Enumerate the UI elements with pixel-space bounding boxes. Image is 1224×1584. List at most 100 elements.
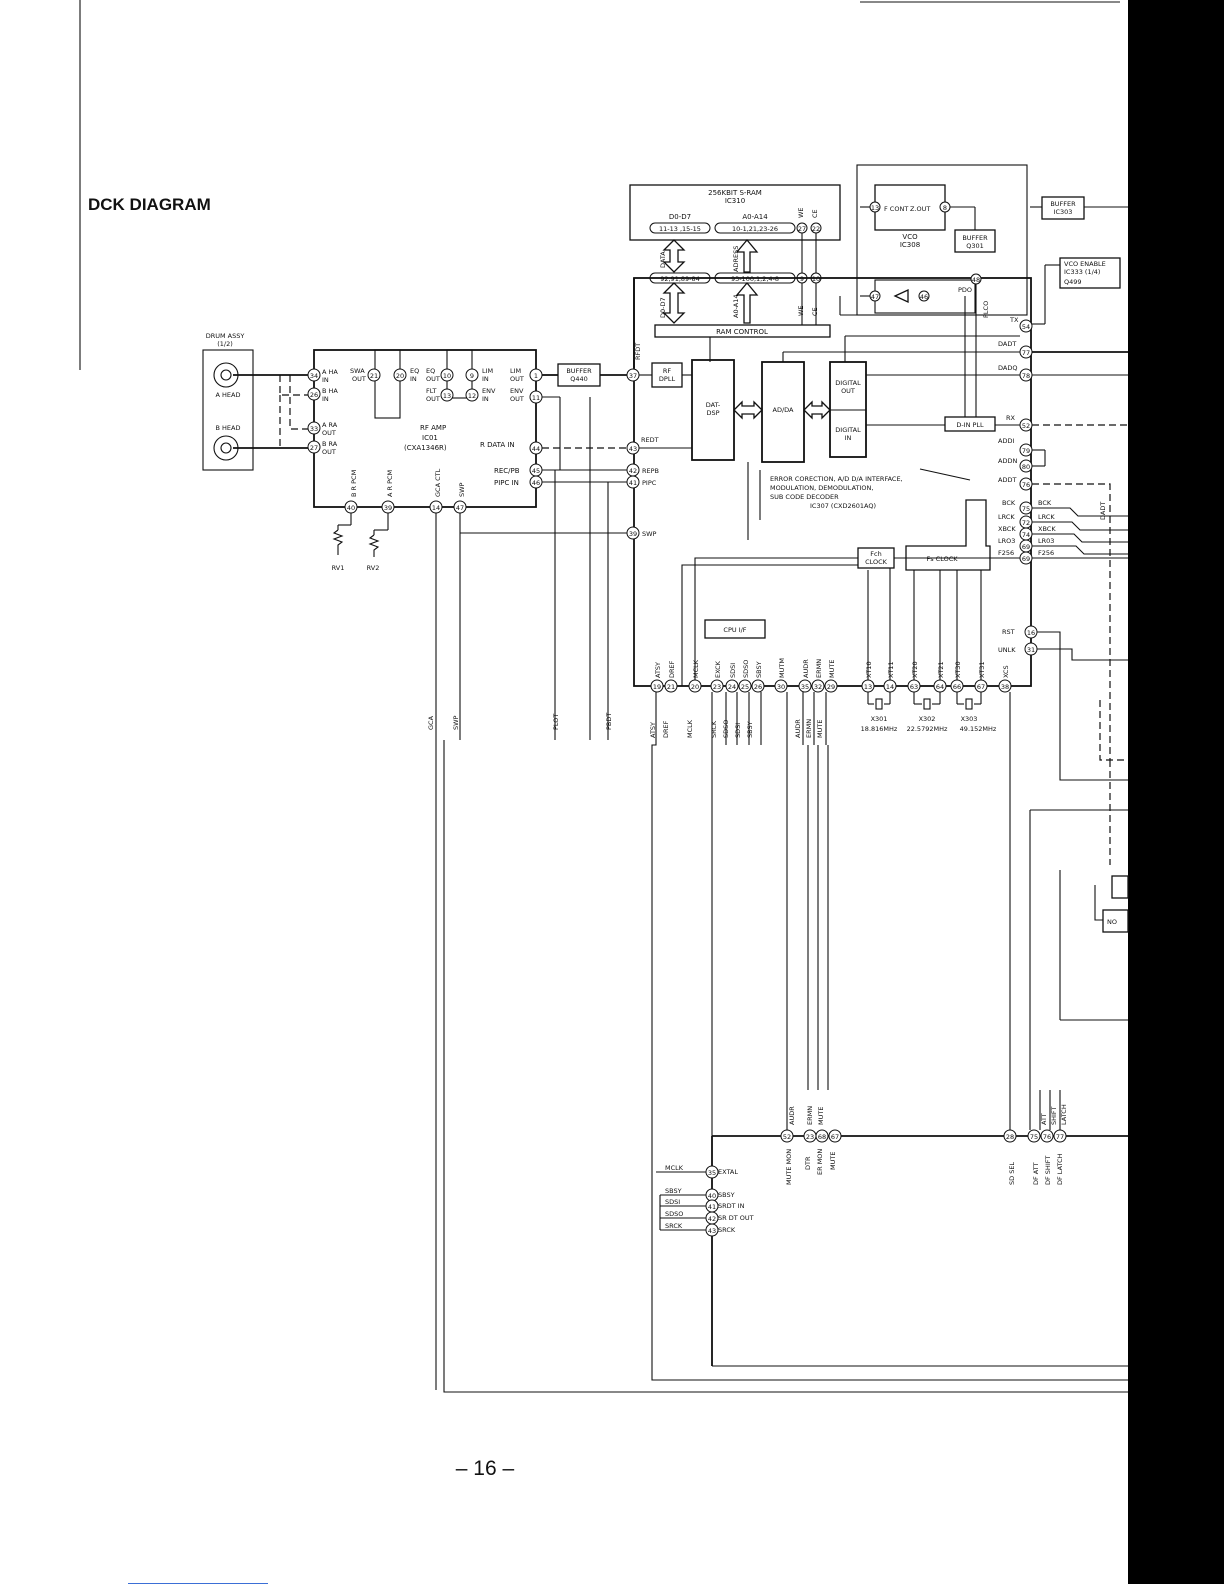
- bottom-pin-13-11: 13: [864, 683, 872, 691]
- eq-in-label: EQ: [410, 367, 419, 375]
- data-bus-label: DATA: [659, 251, 667, 268]
- audr3-label: AUDR: [788, 1106, 796, 1125]
- lower-left-pin-2: 41: [708, 1203, 716, 1211]
- right-pins: TX 54 DADT 77 DADQ 78 RX 52 ADDI 79 ADDN…: [919, 316, 1128, 760]
- rf-pin-40: 40: [347, 504, 355, 512]
- bra-out-label: OUT: [322, 448, 336, 456]
- lower-pin-6-circle: [1040, 1129, 1054, 1143]
- crystals: X301 18.816MHz X302 22.5792MHz X303 49.1…: [861, 692, 997, 733]
- vco-region: 13 8 F CONT Z.OUT VCO IC308 BUFFER Q301 …: [839, 164, 1028, 420]
- bottom-pin-23-3-circle: [710, 679, 724, 693]
- lro3-label: LRO3: [998, 537, 1015, 545]
- dat-dsp-name: DAT-: [706, 401, 721, 409]
- pin-47: 47: [871, 293, 879, 301]
- pipc-in-label: PIPC IN: [494, 479, 519, 487]
- dsp-pin-41: 41: [629, 479, 637, 487]
- rf-pin-14: 14: [432, 504, 440, 512]
- addi-label: ADDI: [998, 437, 1014, 445]
- lower-left-pin-4: 43: [708, 1227, 716, 1235]
- sdso3-label: SDSO: [665, 1210, 683, 1218]
- audr-label: AUDR: [802, 659, 810, 678]
- vco-ic: IC308: [900, 241, 920, 249]
- dsp-pin-43: 43: [629, 445, 637, 453]
- we-label: WE: [797, 305, 805, 316]
- xcs-label: XCS: [1002, 665, 1010, 678]
- bottom-pin-25-5-circle: [738, 679, 752, 693]
- swa-label: SWA: [350, 367, 365, 375]
- rf-pin-12: 12: [468, 392, 476, 400]
- vco-zout: Z.OUT: [910, 205, 930, 213]
- ara-label: A RA: [322, 421, 338, 429]
- mute2-label: MUTE: [816, 720, 824, 738]
- swp3-label: SWP: [452, 715, 460, 730]
- d0d7-label: D0-D7: [659, 297, 667, 318]
- sd-sel-label: SD SEL: [1008, 1162, 1016, 1185]
- xt10-label: XT10: [865, 661, 873, 678]
- bottom-pin-30-7-circle: [774, 679, 788, 693]
- ad-da-name: AD/DA: [773, 406, 795, 414]
- rf-pin-13: 13: [443, 392, 451, 400]
- pdo-label: PDO: [958, 286, 972, 294]
- rf-amp-name: RF AMP: [420, 424, 446, 432]
- sram-ce-pin: 22: [812, 225, 820, 233]
- sram-ic: IC310: [725, 197, 745, 205]
- bottom-pin-30-7: 30: [777, 683, 785, 691]
- sbsy3-label: SBSY: [665, 1187, 682, 1195]
- pipc-label: PIPC: [642, 479, 657, 487]
- bottom-pin-21-1: 21: [667, 683, 675, 691]
- bottom-pin-26-6-circle: [751, 679, 765, 693]
- dadt-label: DADT: [998, 340, 1016, 348]
- swp-label: SWP: [458, 482, 466, 497]
- no-label: NO: [1107, 918, 1117, 926]
- rf-pin-20: 20: [396, 372, 404, 380]
- digital-in-sub: IN: [845, 434, 852, 442]
- lower-pin-7-circle: [1053, 1129, 1067, 1143]
- sbsy-r-label: SBSY: [718, 1191, 735, 1199]
- main-ic-line4: IC307 (CXD2601AQ): [810, 502, 876, 510]
- swa-out-label: OUT: [352, 375, 366, 383]
- d-in-pll-block: [944, 416, 996, 432]
- srdt-in-label: SRDT IN: [718, 1202, 745, 1210]
- bottom-pin-38-17: 38: [1001, 683, 1009, 691]
- rv-pots: RV1 RV2: [332, 513, 389, 572]
- mclk-label: MCLK: [692, 659, 700, 678]
- rf-pin-47: 47: [456, 504, 464, 512]
- vco-enable-block: [1059, 257, 1121, 289]
- bottom-pin-29-10-circle: [824, 679, 838, 693]
- lower-pin-2-circle: [815, 1129, 829, 1143]
- bck-group: Fs CLOCK BCK 75 BCK LRCK 72 LRCK XBCK 74…: [860, 499, 1128, 571]
- lro32-label: LR03: [1038, 537, 1054, 545]
- ram-control-block: [654, 324, 831, 338]
- lim-out-sub: OUT: [510, 375, 524, 383]
- gca-label: GCA: [427, 715, 435, 730]
- env-out-label: ENV: [510, 387, 524, 395]
- rf-pin-27: 27: [310, 444, 318, 452]
- rfdt-label: RFDT: [634, 343, 642, 360]
- b-r-pcm-label: B R PCM: [350, 470, 358, 497]
- rx-label: RX: [1006, 414, 1016, 422]
- srck-r-label: SRCK: [718, 1226, 736, 1234]
- rf-pin-33: 33: [310, 425, 318, 433]
- f2562-label: F256: [1038, 549, 1054, 557]
- srck3-label: SRCK: [665, 1222, 683, 1230]
- xt20-label: XT20: [911, 661, 919, 678]
- main-ic-line3: SUB CODE DECODER: [770, 493, 839, 501]
- x301-freq: 18.816MHz: [861, 725, 898, 733]
- ara-out-label: OUT: [322, 429, 336, 437]
- vco-enable-q: Q499: [1064, 278, 1082, 286]
- pin-52: 52: [1022, 422, 1030, 430]
- rf-dpll-sub: DPLL: [659, 375, 676, 383]
- pin-79: 79: [1022, 447, 1030, 455]
- adda-digital-arrow: [803, 400, 831, 420]
- bottom-pin-20-2-circle: [688, 679, 702, 693]
- df-att-label: DF ATT: [1032, 1162, 1040, 1185]
- r-data-in-label: R DATA IN: [480, 441, 515, 449]
- env-out-sub: OUT: [510, 395, 524, 403]
- bra-label: B RA: [322, 440, 338, 448]
- vco-name: VCO: [902, 233, 918, 241]
- bottom-pin-19-0: 19: [653, 683, 661, 691]
- rec-pb-label: REC/PB: [494, 467, 520, 475]
- lower-pin-0-circle: [780, 1129, 794, 1143]
- bottom-pins: 19ATSY21DREF20MCLK23EXCK24SDSI25SDSO26SB…: [650, 658, 1012, 693]
- plco-label: PLCO: [982, 301, 990, 318]
